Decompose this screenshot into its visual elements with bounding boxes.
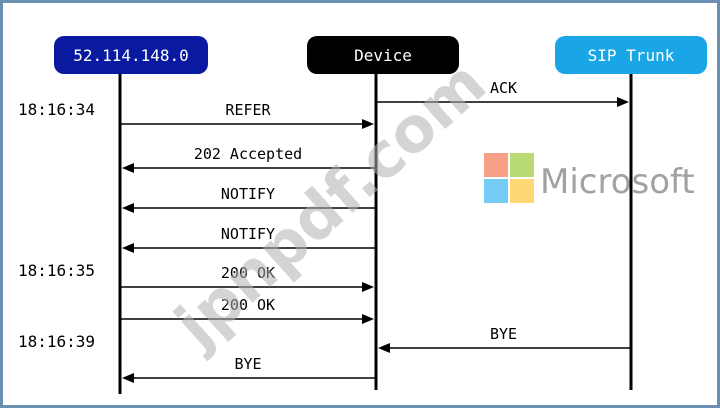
message-2-label: 202 Accepted: [194, 145, 302, 163]
microsoft-logo-green-square: [510, 153, 534, 177]
message-4-arrowhead: [122, 243, 134, 253]
message-6-label: 200 OK: [221, 296, 275, 314]
participant-2-box: [555, 36, 707, 74]
participant-0-box: [54, 36, 208, 74]
message-5-arrowhead: [362, 282, 374, 292]
microsoft-logo-blue-square: [484, 179, 508, 203]
participant-0: 52.114.148.0: [54, 36, 208, 74]
message-8-arrowhead: [122, 373, 134, 383]
message-6-arrowhead: [362, 314, 374, 324]
message-2-arrowhead: [122, 163, 134, 173]
microsoft-watermark: Microsoft: [484, 153, 695, 203]
message-1-arrowhead: [362, 119, 374, 129]
participant-1: Device: [307, 36, 459, 74]
participant-0-label: 52.114.148.0: [73, 46, 189, 65]
timestamp-1: 18:16:35: [18, 261, 95, 280]
participant-1-box: [307, 36, 459, 74]
message-0-label: ACK: [490, 79, 517, 97]
participant-2: SIP Trunk: [555, 36, 707, 74]
message-3-label: NOTIFY: [221, 185, 275, 203]
message-4-label: NOTIFY: [221, 225, 275, 243]
timestamp-0: 18:16:34: [18, 100, 95, 119]
message-5-label: 200 OK: [221, 264, 275, 282]
message-8-label: BYE: [234, 355, 261, 373]
message-1-label: REFER: [225, 101, 271, 119]
microsoft-logo-red-square: [484, 153, 508, 177]
microsoft-logo-yellow-square: [510, 179, 534, 203]
microsoft-watermark-text: Microsoft: [540, 162, 695, 202]
message-7-label: BYE: [490, 325, 517, 343]
message-3-arrowhead: [122, 203, 134, 213]
participant-1-label: Device: [354, 46, 412, 65]
message-0-arrowhead: [617, 97, 629, 107]
timestamp-2: 18:16:39: [18, 332, 95, 351]
participant-2-label: SIP Trunk: [588, 46, 675, 65]
message-7-arrowhead: [378, 343, 390, 353]
